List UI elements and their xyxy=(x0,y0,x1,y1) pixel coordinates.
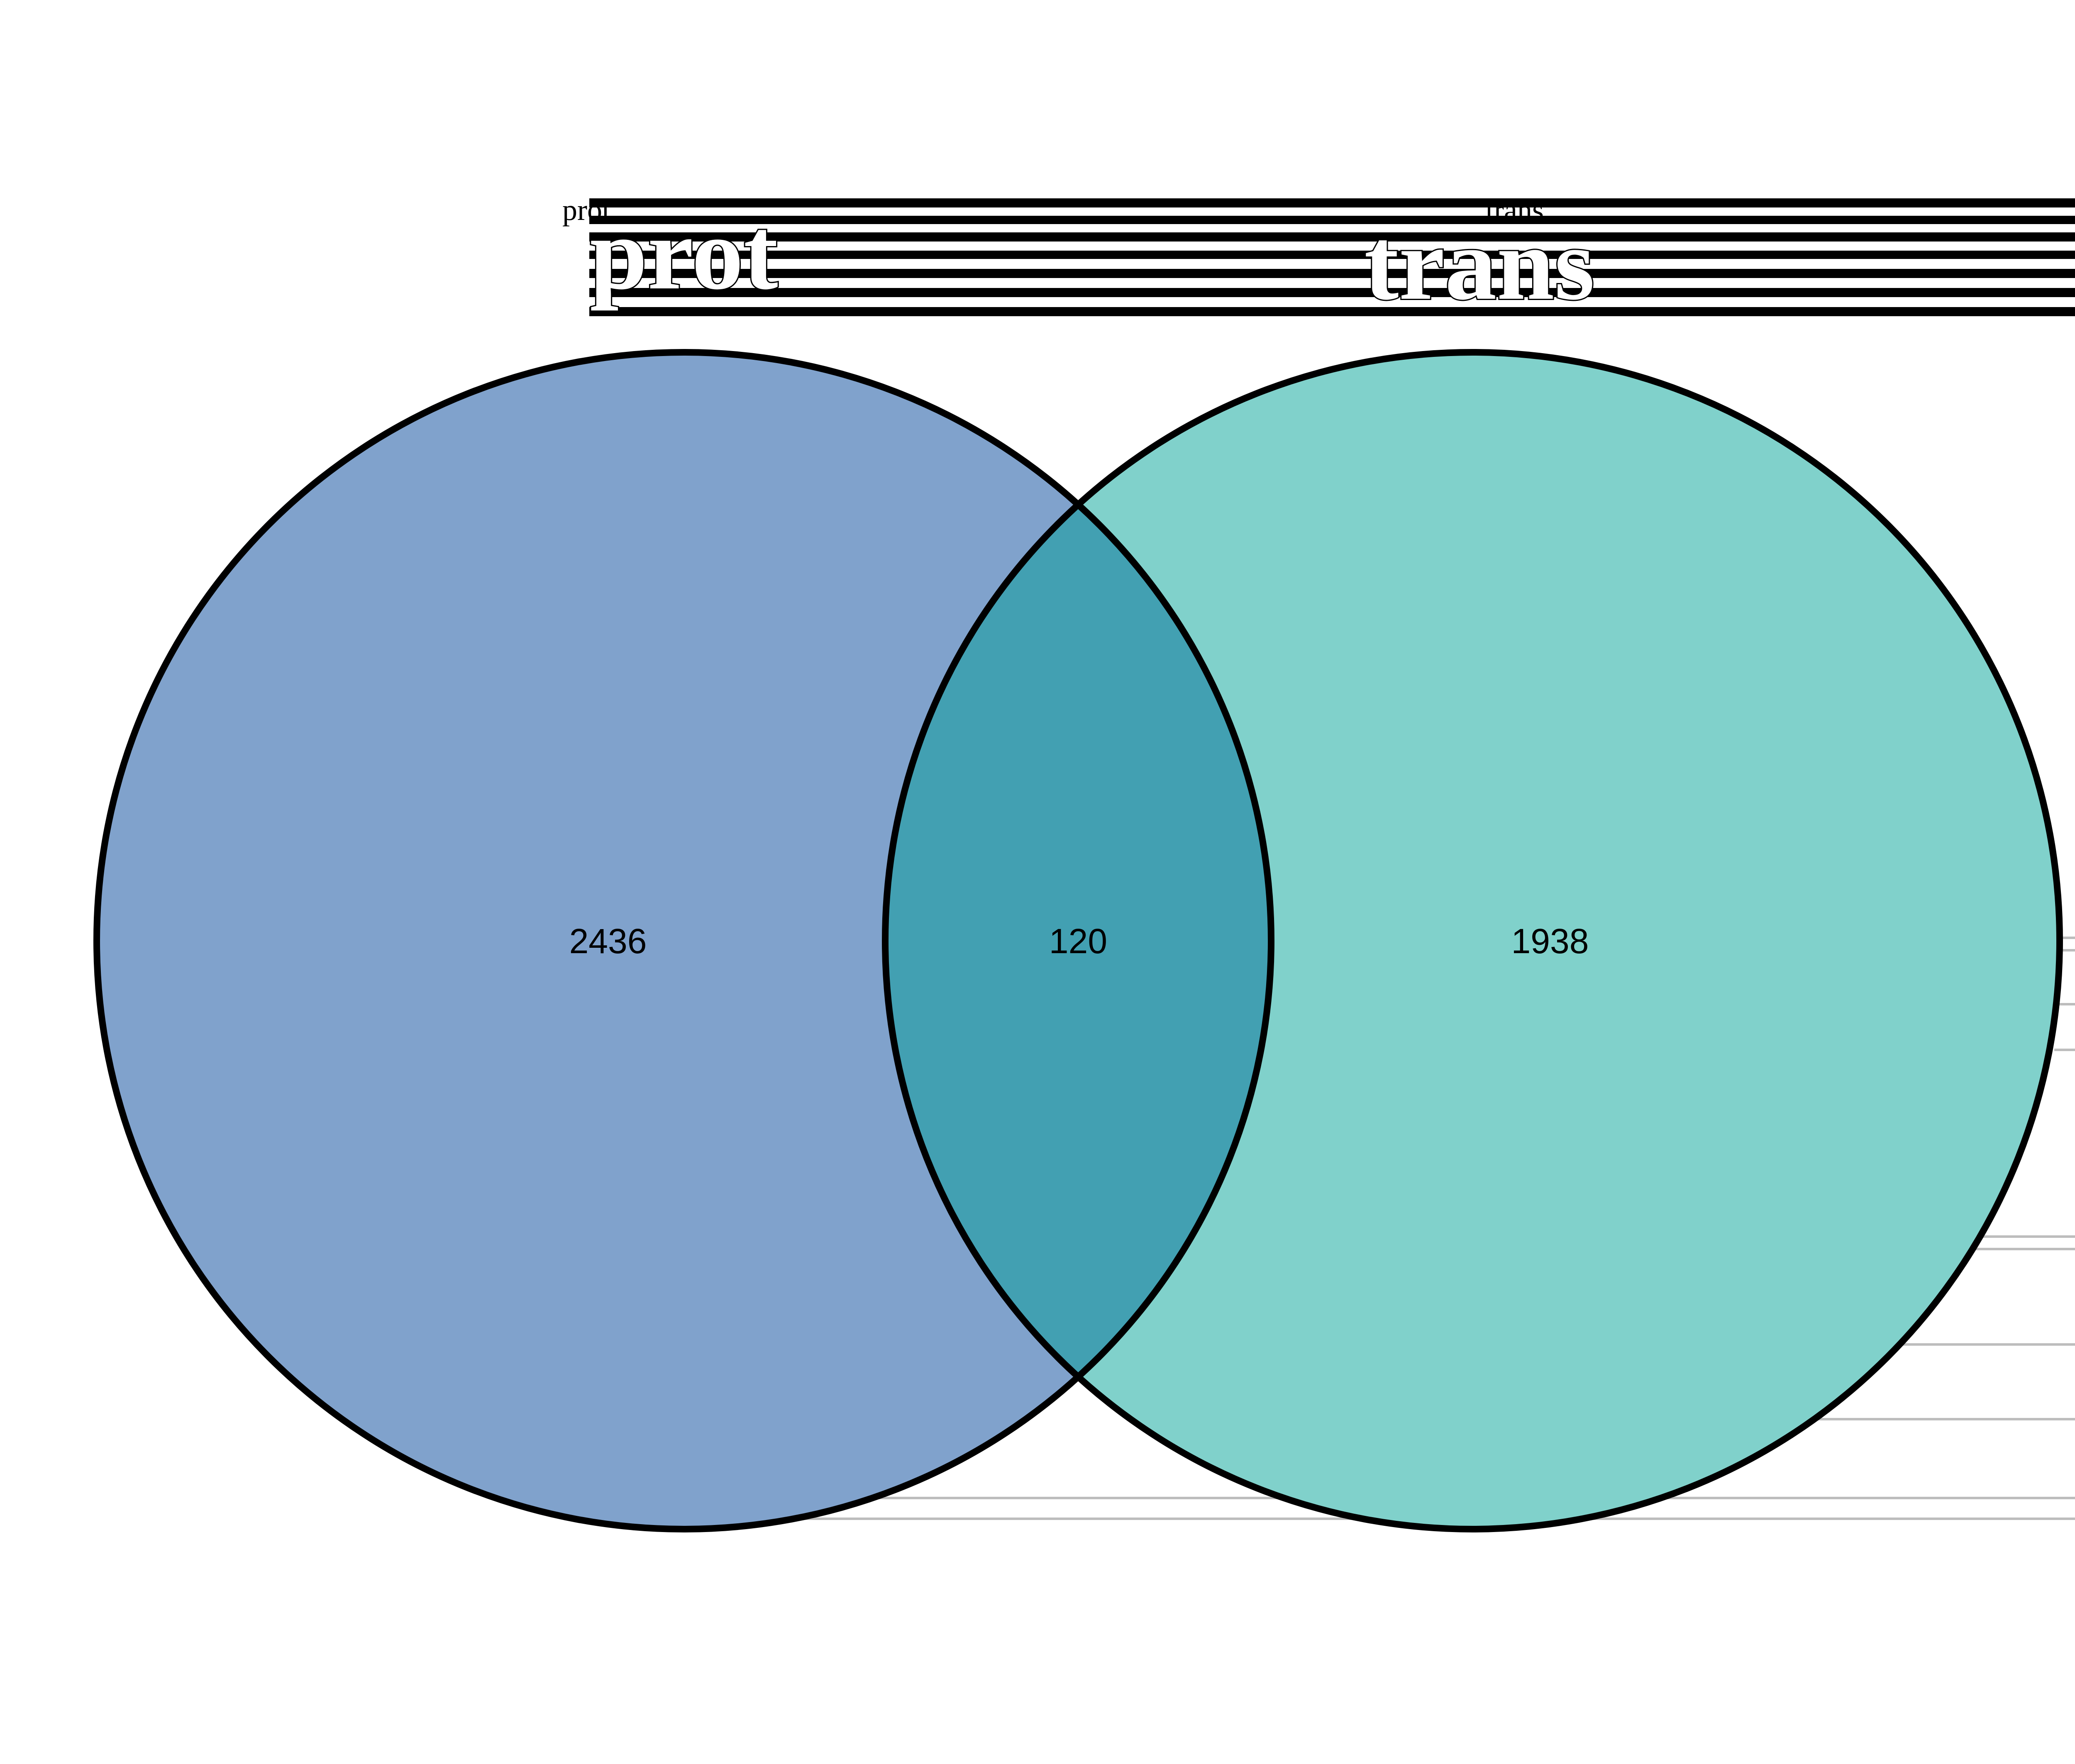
title-bar-artifact xyxy=(589,198,2075,316)
ghost-label-trans: trans xyxy=(1486,193,1544,227)
set-label-trans: trans xyxy=(1364,207,1595,322)
set-label-prot: prot xyxy=(590,196,778,311)
ghost-label-prot: prot xyxy=(562,193,610,227)
set-trans-outline xyxy=(882,349,2063,1532)
count-prot-only: 2436 xyxy=(569,922,647,961)
set-prot-outline xyxy=(93,349,1274,1532)
count-trans-only: 1938 xyxy=(1511,922,1589,961)
count-intersection: 120 xyxy=(1049,922,1107,961)
intersection-region xyxy=(885,352,1271,1529)
